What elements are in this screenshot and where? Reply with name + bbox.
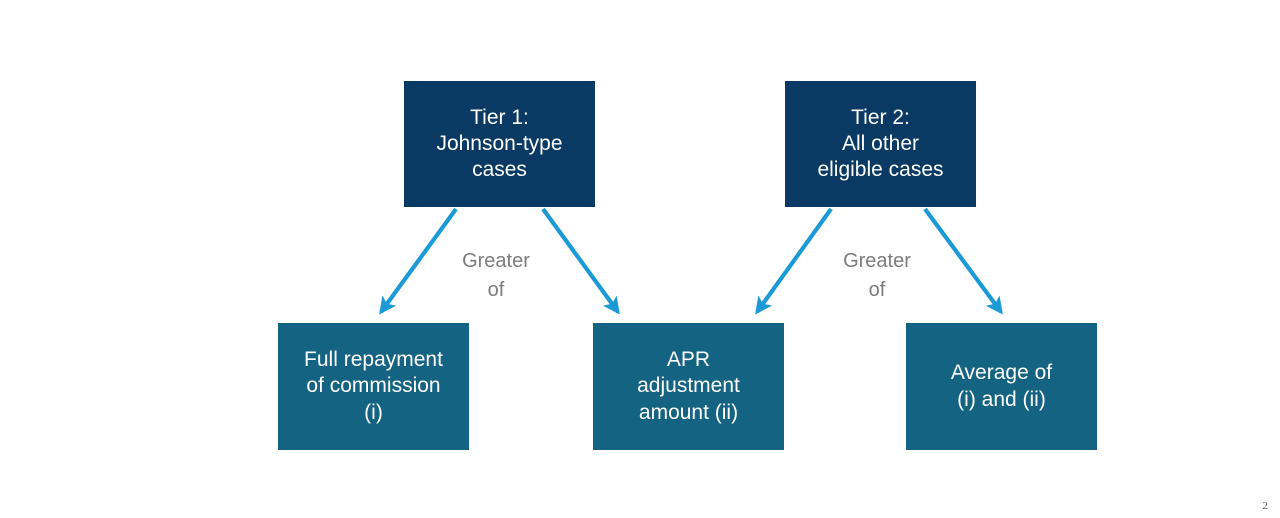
outcome-average-label: Average of (i) and (ii): [950, 361, 1053, 411]
outcome-apr-adjustment-label: APR adjustment amount (ii): [637, 348, 740, 424]
outcome-full-repayment-label: Full repayment of commission (i): [304, 348, 443, 424]
tier-2-box[interactable]: Tier 2: All other eligible cases: [785, 81, 976, 207]
tier-1-box[interactable]: Tier 1: Johnson-type cases: [404, 81, 595, 207]
arrow-tier2-to-average: [923, 207, 1003, 315]
arrow-tier1-to-apr-adjustment: [541, 207, 620, 315]
outcome-full-repayment-box[interactable]: Full repayment of commission (i): [278, 323, 469, 450]
tier-2-label: Tier 2: All other eligible cases: [817, 105, 944, 182]
page-number: 2: [1262, 500, 1269, 512]
edge-label-greater-of-tier-2: Greater of: [843, 250, 911, 301]
outcome-average-box[interactable]: Average of (i) and (ii): [906, 323, 1097, 450]
tier-1-label: Tier 1: Johnson-type cases: [436, 105, 563, 182]
arrow-tier2-to-apr-adjustment: [755, 207, 833, 315]
outcome-apr-adjustment-box[interactable]: APR adjustment amount (ii): [593, 323, 784, 450]
arrow-tier1-to-full-repayment: [379, 207, 458, 315]
edge-label-greater-of-tier-1: Greater of: [462, 250, 530, 301]
